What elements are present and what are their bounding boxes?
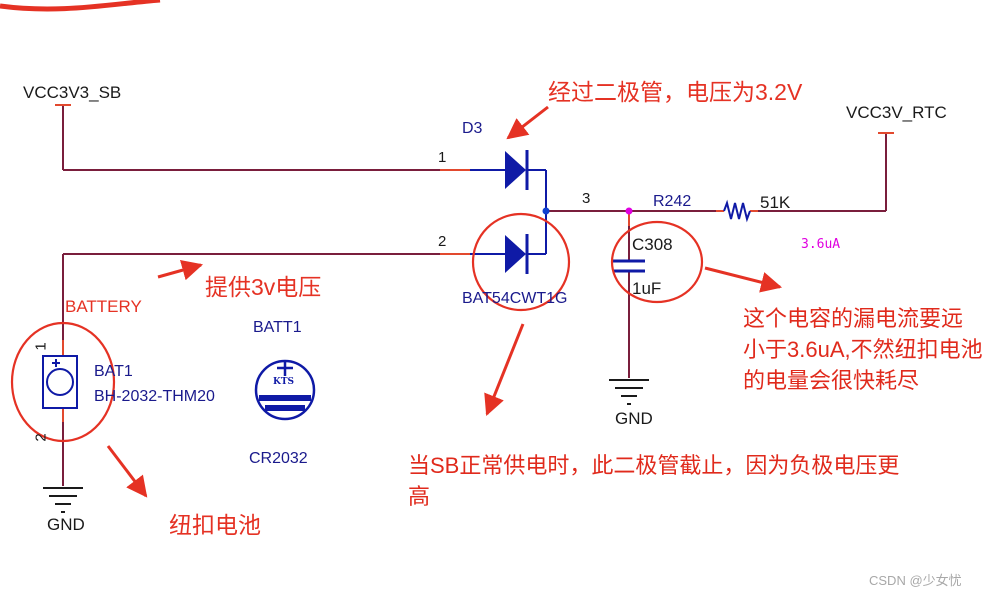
coin-cell-ref-label: BATT1 [253,319,302,336]
diode-pin3-label: 3 [582,190,591,207]
annotation-circles [10,212,704,443]
battery-bat1-symbol [42,355,78,409]
net-label-gnd-battery: GND [47,515,85,534]
capacitor-c308-symbol [613,259,645,273]
annotation-coin-cell: 纽扣电池 [169,512,261,538]
pin-stubs [62,169,758,422]
coin-cell-battt1-symbol [254,359,316,421]
junction-dot [625,207,633,215]
resistor-ref-label: R242 [653,193,692,210]
diode-pin2-label: 2 [438,233,447,250]
power-ports [55,104,894,134]
net-label-vcc3v-rtc: VCC3V_RTC [846,103,947,122]
annotation-arrows [106,105,783,498]
battery-part-label: BH-2032-THM20 [94,388,215,405]
gnd-symbol-battery [43,487,83,513]
diode-part-label: BAT54CWT1G [462,290,568,307]
capacitor-ref-label: C308 [632,235,673,254]
annotation-cap-leakage: 这个电容的漏电流要远小于3.6uA,不然纽扣电池的电量会很快耗尽 [743,306,983,394]
annotation-sb-cutoff: 当SB正常供电时，此二极管截止，因为负极电压更高 [408,453,900,510]
battery-net-label: BATTERY [65,297,142,316]
diode-ref-label: D3 [462,120,483,137]
battery-pin1-label: 1 [32,342,50,351]
annotation-battery-voltage: 提供3v电压 [205,274,322,300]
net-label-gnd-cap: GND [615,409,653,428]
annotation-diode-voltage: 经过二极管，电压为3.2V [548,79,803,105]
page-edge-stroke [0,0,161,12]
wires [62,105,887,486]
capacitor-value-label: 1uF [632,279,662,298]
gnd-symbol-cap [609,379,649,405]
net-label-vcc3v3-sb: VCC3V3_SB [23,83,122,102]
current-label: 3.6uA [801,237,841,252]
diode-pin1-label: 1 [438,149,447,166]
coin-cell-part-label: CR2032 [249,450,308,467]
resistor-value-label: 51K [760,193,791,212]
watermark: CSDN @少女忧 [869,573,962,588]
resistor-r242-symbol [723,199,751,223]
battery-pin2-label: 2 [32,433,50,442]
battery-ref-label: BAT1 [94,363,133,380]
coin-cell-brand-text: KTS [273,377,295,387]
diode-d3-symbol [470,150,550,274]
